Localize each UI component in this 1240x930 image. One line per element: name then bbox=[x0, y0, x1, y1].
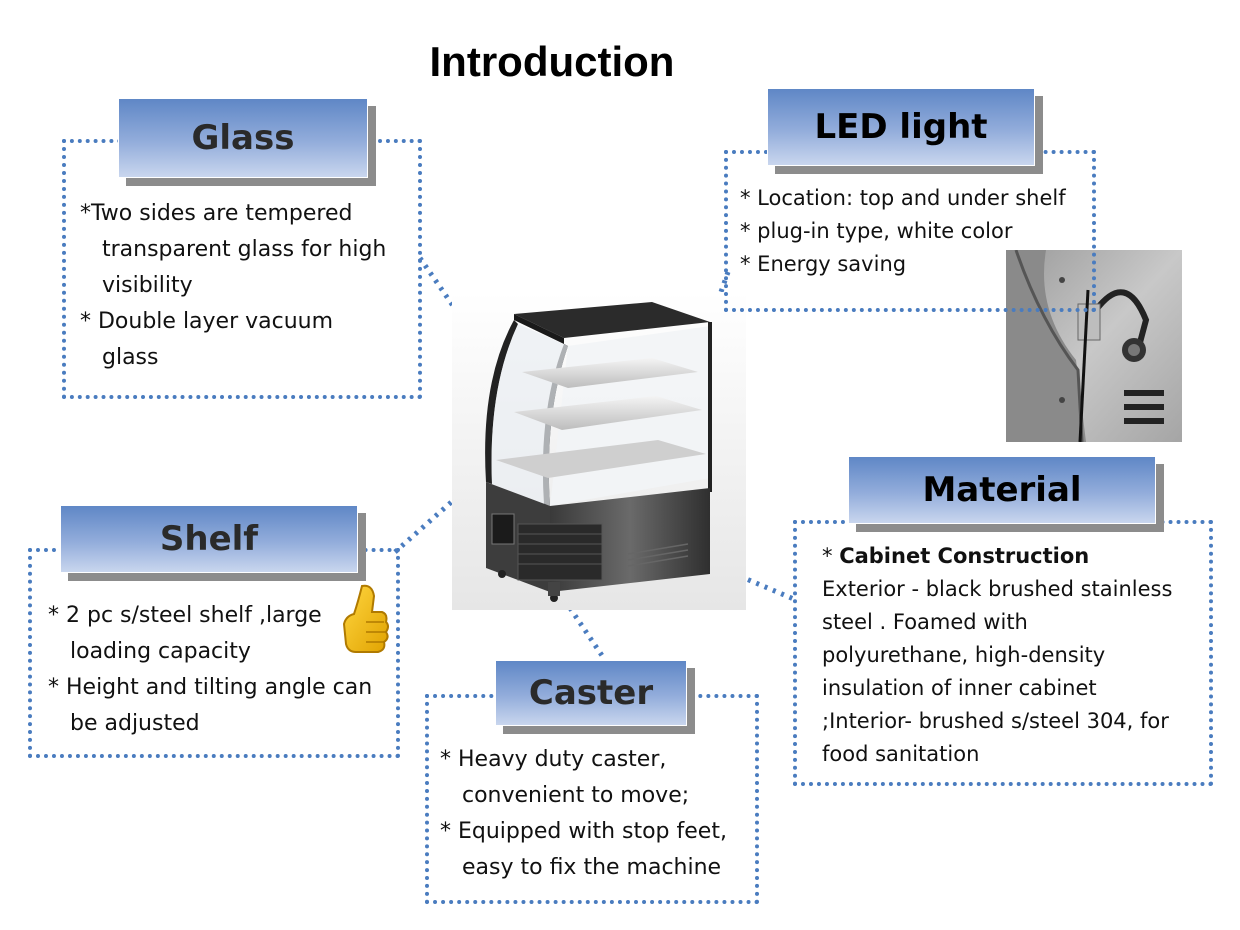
material-line: food sanitation bbox=[822, 742, 980, 766]
glass-text: *Two sides are tempered transparent glas… bbox=[80, 196, 410, 376]
connector-glass bbox=[417, 256, 521, 402]
led-line: * Energy saving bbox=[740, 252, 907, 276]
caster-text: * Heavy duty caster, convenient to move;… bbox=[440, 742, 760, 886]
material-header: Material bbox=[848, 456, 1156, 524]
material-bold-label: Cabinet Construction bbox=[839, 544, 1090, 568]
led-header: LED light bbox=[767, 88, 1035, 166]
shelf-text: * 2 pc s/steel shelf ,large loading capa… bbox=[48, 598, 388, 742]
material-line: insulation of inner cabinet bbox=[822, 676, 1097, 700]
caster-heading: Caster bbox=[528, 673, 654, 713]
caster-line: convenient to move; bbox=[462, 783, 690, 808]
led-line: * plug-in type, white color bbox=[740, 219, 1013, 243]
shelf-heading: Shelf bbox=[159, 519, 259, 559]
led-heading: LED light bbox=[814, 107, 988, 147]
page-title: Introduction bbox=[429, 38, 675, 85]
material-line: polyurethane, high-density bbox=[822, 643, 1106, 667]
glass-line: glass bbox=[102, 345, 159, 370]
connector-caster bbox=[567, 606, 608, 662]
led-line: * Location: top and under shelf bbox=[740, 186, 1066, 210]
shelf-line: * Height and tilting angle can bbox=[48, 675, 373, 700]
shelf-line: be adjusted bbox=[70, 711, 200, 736]
glass-line: transparent glass for high bbox=[102, 237, 387, 262]
caster-header: Caster bbox=[495, 660, 687, 726]
material-line: Exterior - black brushed stainless bbox=[822, 577, 1173, 601]
material-bold-line: * Cabinet Construction bbox=[822, 540, 1207, 573]
thumbs-up-icon bbox=[342, 584, 389, 653]
caster-line: easy to fix the machine bbox=[462, 855, 722, 880]
led-text: * Location: top and under shelf * plug-i… bbox=[740, 182, 1100, 281]
glass-line: *Two sides are tempered bbox=[80, 201, 353, 226]
glass-line: * Double layer vacuum bbox=[80, 309, 334, 334]
material-line: ;Interior- brushed s/steel 304, for bbox=[822, 709, 1169, 733]
material-line: steel . Foamed with bbox=[822, 610, 1028, 634]
caster-line: * Equipped with stop feet, bbox=[440, 819, 727, 844]
glass-heading: Glass bbox=[191, 118, 295, 158]
glass-line: visibility bbox=[102, 273, 193, 298]
glass-header: Glass bbox=[118, 98, 368, 178]
caster-line: * Heavy duty caster, bbox=[440, 747, 667, 772]
material-text: * Cabinet Construction Exterior - black … bbox=[822, 540, 1207, 771]
shelf-line: * 2 pc s/steel shelf ,large bbox=[48, 603, 322, 628]
display-cabinet-image bbox=[452, 292, 746, 610]
material-heading: Material bbox=[922, 470, 1082, 510]
shelf-line: loading capacity bbox=[70, 639, 251, 664]
material-bold-prefix: * bbox=[822, 544, 840, 568]
shelf-header: Shelf bbox=[60, 505, 358, 573]
